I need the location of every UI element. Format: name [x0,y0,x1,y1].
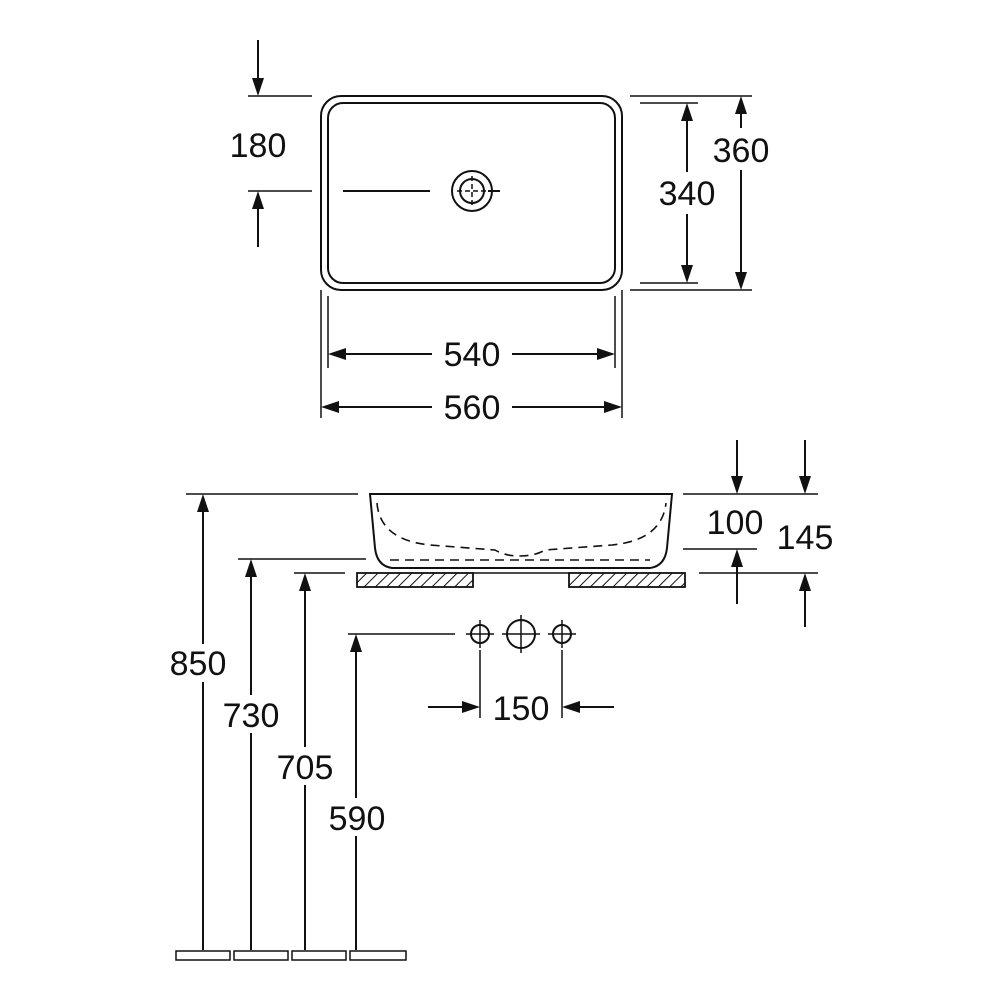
basin-side-profile [368,493,674,569]
dim-tap-spacing-label: 150 [493,690,550,728]
side-view: 100 145 150 [170,440,834,961]
tap-hole-left-icon [466,620,494,648]
basin-inner-bowl [376,502,667,557]
countertop-right [568,572,686,588]
basin-inner-outline [327,102,616,284]
dim-height-outer-label: 360 [713,132,770,170]
drain-icon [451,170,493,212]
dim-bowl-depth-label: 100 [707,504,764,542]
dim-850-label: 850 [170,645,227,683]
basin-outer-outline [320,95,623,291]
dim-drain-offset-label: 180 [230,127,287,165]
dim-590-label: 590 [329,800,386,838]
countertop-left [356,572,474,588]
tap-hole-right-icon [548,620,576,648]
dim-705-label: 705 [277,749,334,787]
dim-width-inner-label: 540 [444,336,501,374]
dim-730-label: 730 [223,697,280,735]
dim-width-outer-label: 560 [444,389,501,427]
top-view: 180 340 360 540 560 [230,40,770,427]
dim-total-height-label: 145 [777,519,834,557]
floor-line [175,950,407,961]
dim-height-inner-label: 340 [659,175,716,213]
tap-hole-center-icon [502,615,540,653]
